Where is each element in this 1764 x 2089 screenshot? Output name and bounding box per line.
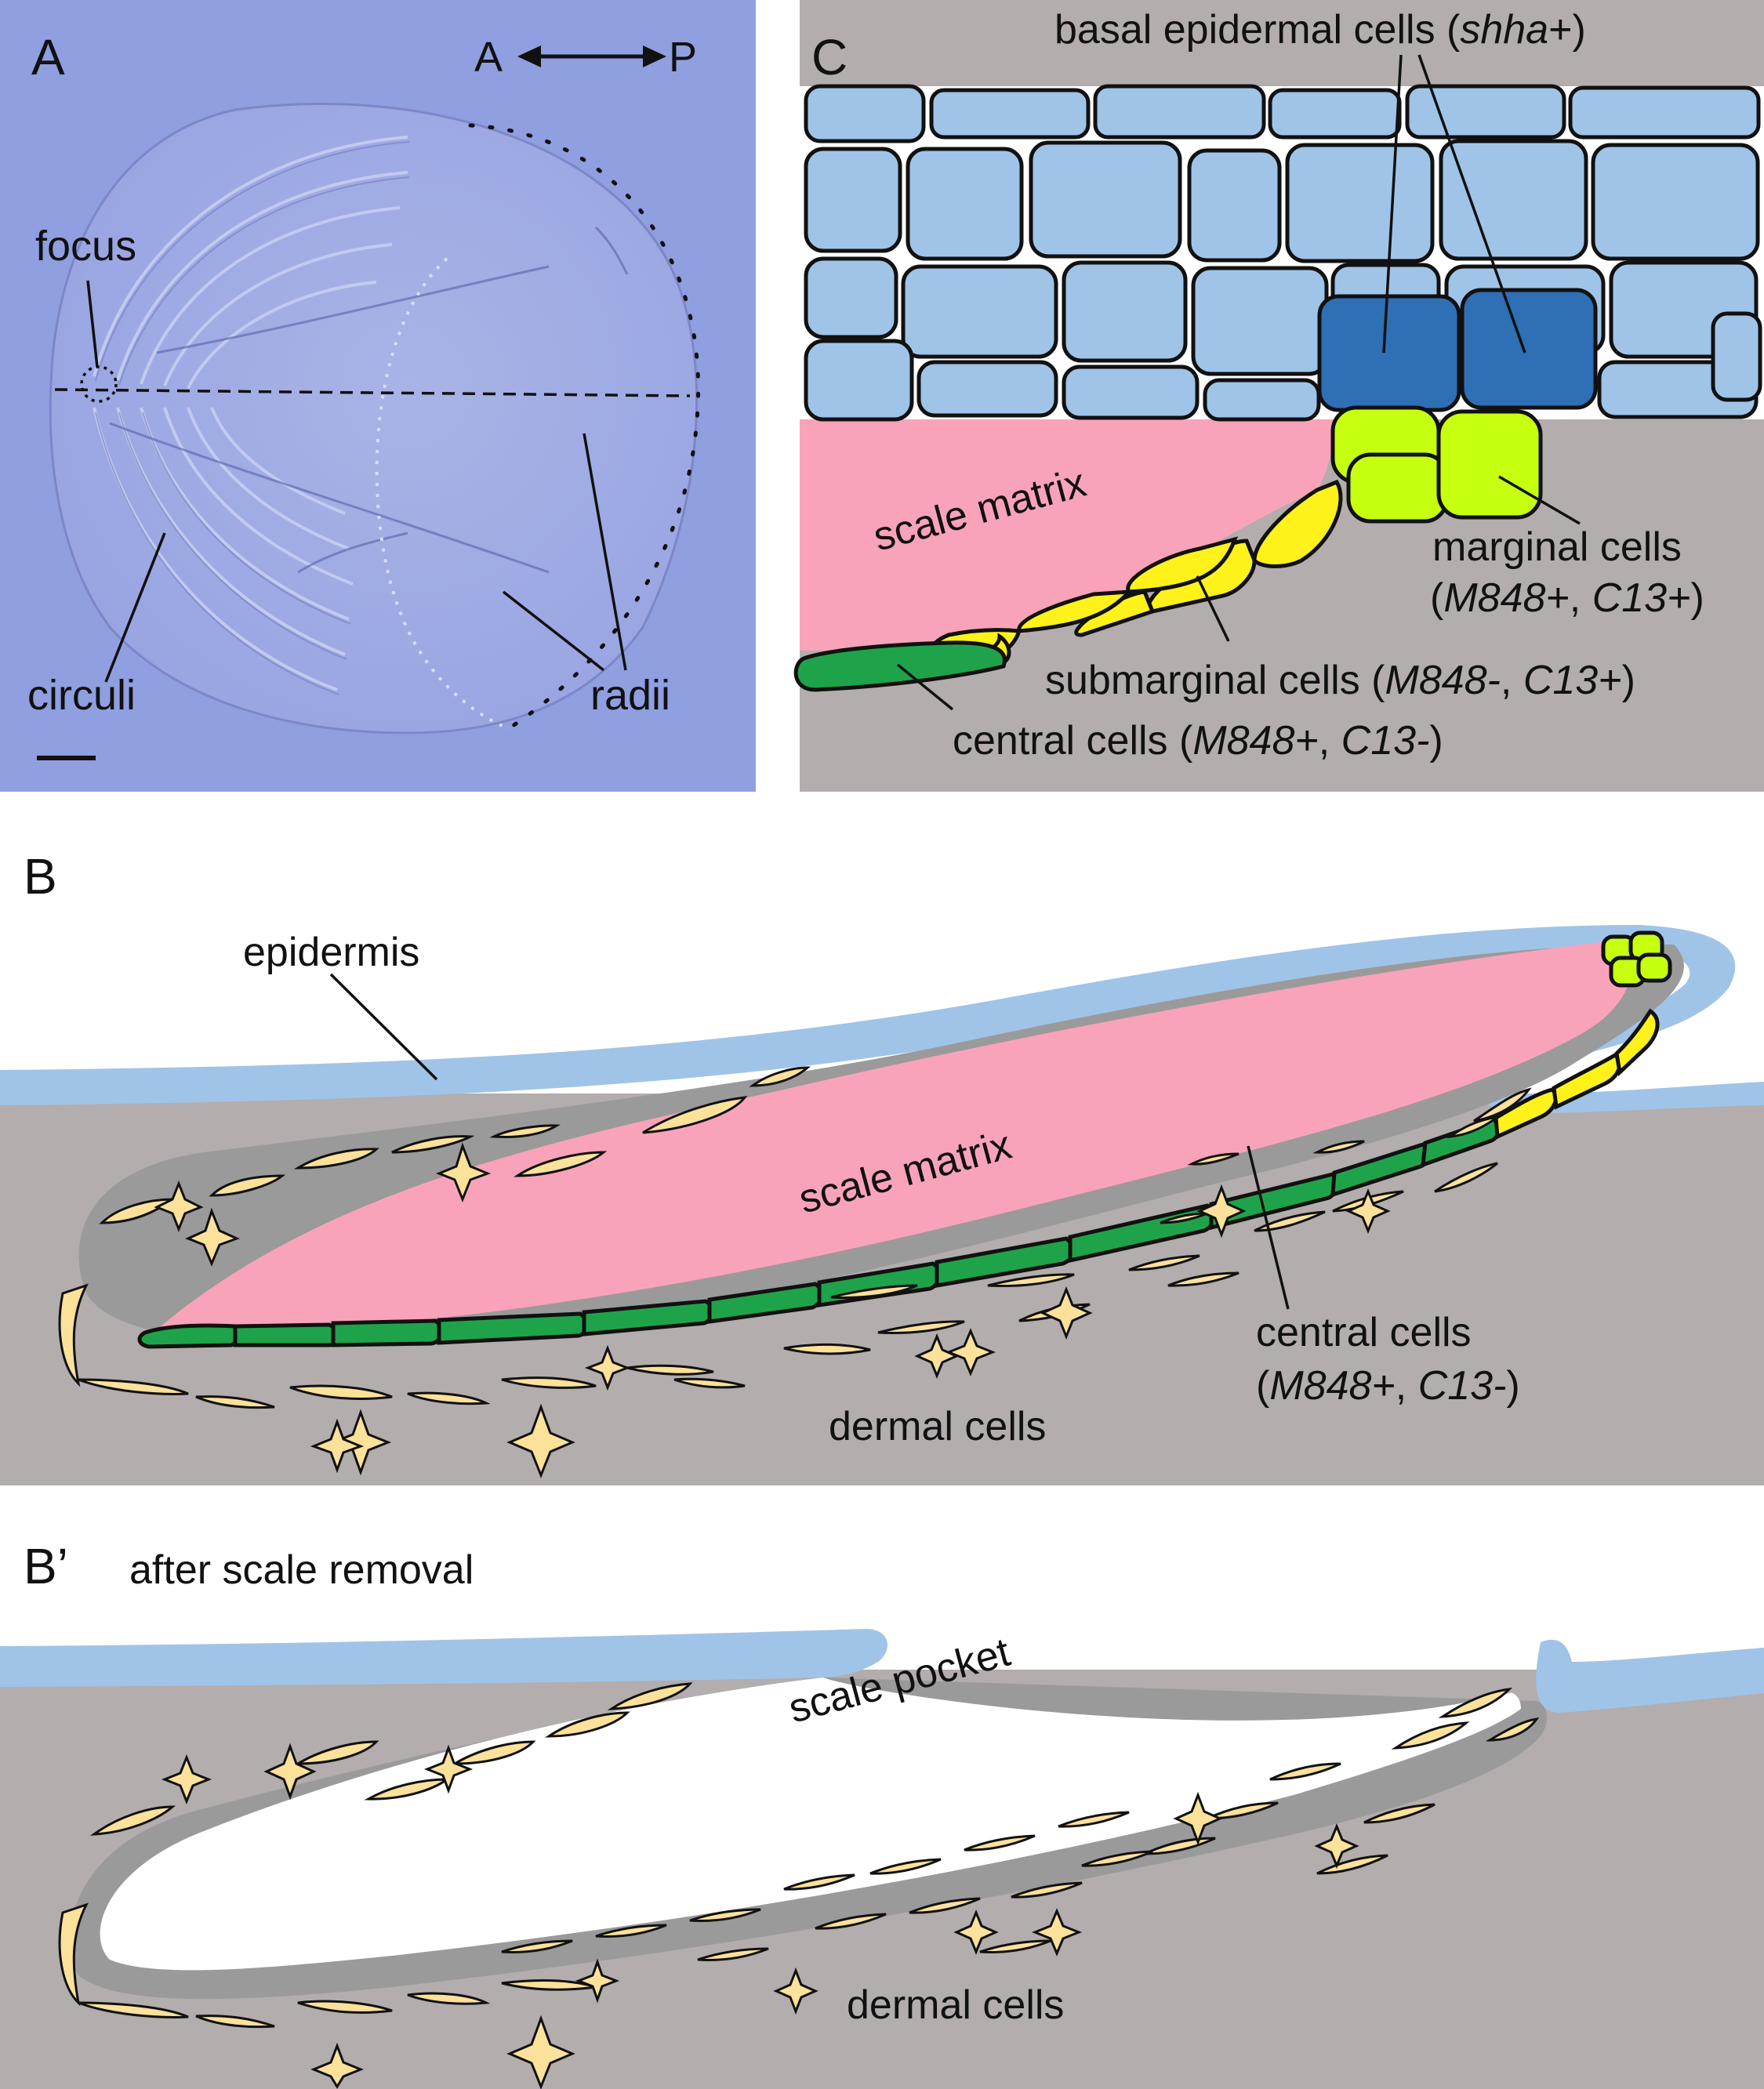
panel-b-prime-letter: B’ xyxy=(24,1538,68,1594)
anteroposterior-axis-line xyxy=(54,388,691,397)
marginal-cell-2 xyxy=(1346,452,1449,524)
axis-label-posterior: P xyxy=(669,34,697,81)
dermal-cells-b xyxy=(58,1066,1532,1479)
panel-b-letter: B xyxy=(24,848,57,905)
dermal-cells-b-prime xyxy=(58,1682,1540,2089)
circuli-label: circuli xyxy=(27,672,136,719)
marginal-leader xyxy=(1498,475,1581,525)
panel-b: B epidermis scale matrix central cells (… xyxy=(0,848,1764,1485)
radii-label: radii xyxy=(590,672,670,719)
marginal-cells xyxy=(1330,405,1543,524)
circuli-leader xyxy=(104,532,166,683)
basal-leader-2 xyxy=(1417,54,1526,354)
basal-epidermal-label: basal epidermal cells (shha+) xyxy=(1054,7,1586,53)
radii-leader-2 xyxy=(583,433,627,671)
submarginal-cell-1 xyxy=(1252,479,1343,568)
marginal-label-line2: (M848+, C13+) xyxy=(1430,575,1704,621)
marginal-cell-3 xyxy=(1436,409,1543,520)
dermal-cells-label-b-prime: dermal cells xyxy=(847,1982,1064,2028)
submarginal-cells-b xyxy=(1494,1008,1660,1140)
panel-c-letter: C xyxy=(811,29,848,85)
circuli-shadow xyxy=(95,141,410,695)
marginal-label-line1: marginal cells xyxy=(1432,524,1682,570)
radii-leader-1 xyxy=(502,590,605,672)
scale-pocket xyxy=(100,1677,1521,1971)
basal-epidermal-cells xyxy=(1317,288,1598,412)
central-b-label-line2: (M848+, C13-) xyxy=(1256,1363,1520,1409)
panel-b-prime: B’ after scale removal scale pocket derm… xyxy=(0,1538,1764,2089)
scale-outline xyxy=(49,103,699,734)
marginal-cells-b xyxy=(1601,930,1672,988)
focus-label: focus xyxy=(35,223,136,270)
epidermis-band-b-prime-left xyxy=(0,1629,887,1687)
panel-c: C basal epidermal cells (shha+) scale ma… xyxy=(793,0,1764,792)
dotted-boundary-inner xyxy=(375,257,510,731)
basal-leader-1 xyxy=(1382,54,1403,354)
epidermis-band-b-prime-right xyxy=(1536,1639,1764,1713)
epidermis-leader xyxy=(329,973,438,1081)
basal-epidermal-cell-2 xyxy=(1460,288,1598,410)
basal-epidermal-cell-1 xyxy=(1317,294,1461,412)
scale-matrix-region xyxy=(800,419,1337,651)
axis-arrow-right-head xyxy=(643,45,666,67)
submarginal-label: submarginal cells (M848-, C13+) xyxy=(1045,658,1635,703)
radii-grooves xyxy=(109,226,629,574)
central-label-c: central cells (M848+, C13-) xyxy=(953,718,1443,763)
scale-matrix-b xyxy=(149,941,1632,1336)
dermal-cells-label-b: dermal cells xyxy=(829,1404,1046,1449)
axis-label-anterior: A xyxy=(474,34,503,81)
panel-b-prime-title: after scale removal xyxy=(129,1547,474,1593)
panel-a: A A P focus circuli radii xyxy=(0,0,756,792)
submarginal-leader xyxy=(1196,575,1230,642)
central-b-label-line1: central cells xyxy=(1256,1310,1472,1355)
panel-a-letter: A xyxy=(31,29,65,85)
focus-circle xyxy=(80,365,118,403)
central-c-leader xyxy=(896,663,954,711)
epidermis-label: epidermis xyxy=(243,930,419,975)
central-b-leader xyxy=(1247,1145,1290,1310)
focus-leader xyxy=(86,280,99,368)
epidermis-band-b xyxy=(0,925,1764,1113)
axis-arrow-left-head xyxy=(517,45,541,67)
